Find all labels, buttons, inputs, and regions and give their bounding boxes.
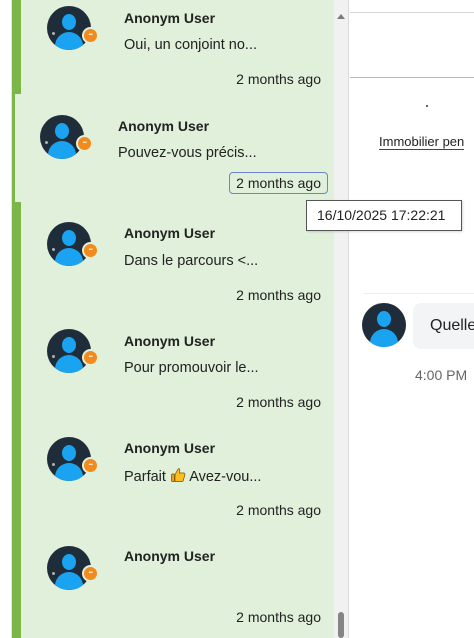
conversation-time: 2 months ago	[236, 287, 321, 303]
conversation-preview: Oui, un conjoint no...	[124, 37, 257, 53]
preview-suffix: Avez-vou...	[189, 469, 262, 485]
unread-indicator	[12, 526, 21, 638]
conversation-time: 2 months ago	[236, 609, 321, 625]
conversation-preview: Pouvez-vous précis...	[118, 145, 257, 161]
conversation-item[interactable]: Anonym User Pour promouvoir le... 2 mont…	[12, 312, 334, 416]
chat-clipped-text: Immobilier pen	[379, 134, 465, 150]
preview-prefix: Parfait	[124, 469, 166, 485]
unread-indicator	[12, 0, 21, 94]
conversation-preview: Dans le parcours <...	[124, 253, 259, 269]
conversation-preview: Pour promouvoir le...	[124, 360, 259, 376]
conversation-name: Anonym User	[124, 333, 216, 349]
scroll-up-arrow-icon[interactable]	[337, 14, 345, 19]
conversation-name: Anonym User	[124, 548, 216, 564]
typing-badge-icon	[82, 27, 99, 44]
conversation-item[interactable]: Anonym User Dans le parcours <... 2 mont…	[12, 202, 334, 312]
typing-badge-icon	[82, 565, 99, 582]
conversation-preview: Parfait Avez-vou...	[124, 467, 261, 485]
loading-dot	[426, 105, 428, 107]
conversation-item[interactable]: Anonym User Oui, un conjoint no... 2 mon…	[12, 0, 334, 94]
conversation-item[interactable]: Anonym User Parfait Avez-vou... 2 months…	[12, 416, 334, 526]
conversation-time: 2 months ago	[236, 502, 321, 518]
left-gutter	[0, 0, 12, 638]
conversation-item[interactable]: Anonym User Pouvez-vous précis... 2 mont…	[12, 94, 334, 202]
user-avatar-icon	[40, 115, 84, 159]
unread-indicator	[12, 312, 21, 416]
conversation-name: Anonym User	[124, 10, 216, 26]
conversation-name: Anonym User	[118, 118, 210, 134]
divider	[350, 12, 474, 13]
divider	[364, 293, 474, 294]
conversation-time: 2 months ago	[236, 394, 321, 410]
typing-badge-icon	[82, 349, 99, 366]
conversation-time: 2 months ago	[236, 71, 321, 87]
thumbs-up-emoji-icon	[171, 468, 186, 482]
divider	[350, 77, 474, 78]
message-bubble[interactable]: Quelle	[413, 303, 474, 349]
typing-badge-icon	[82, 457, 99, 474]
unread-indicator	[12, 202, 21, 312]
conversation-name: Anonym User	[124, 440, 216, 456]
conversation-time[interactable]: 2 months ago	[229, 172, 328, 194]
scrollbar-thumb[interactable]	[338, 612, 344, 638]
unread-indicator	[12, 416, 21, 526]
timestamp-tooltip: 16/10/2025 17:22:21	[306, 200, 462, 231]
conversation-list-scrollbar[interactable]	[334, 0, 349, 638]
typing-badge-icon	[76, 135, 93, 152]
typing-badge-icon	[82, 242, 99, 259]
message-avatar-icon	[362, 303, 406, 347]
conversation-item[interactable]: Anonym User 2 months ago	[12, 526, 334, 638]
message-time: 4:00 PM	[415, 367, 468, 383]
user-avatar-icon	[47, 546, 91, 590]
conversation-name: Anonym User	[124, 225, 216, 241]
selected-indicator	[12, 94, 15, 202]
conversation-list: Anonym User Oui, un conjoint no... 2 mon…	[12, 0, 334, 638]
chat-panel: Immobilier pen Quelle 4:00 PM	[350, 0, 474, 638]
